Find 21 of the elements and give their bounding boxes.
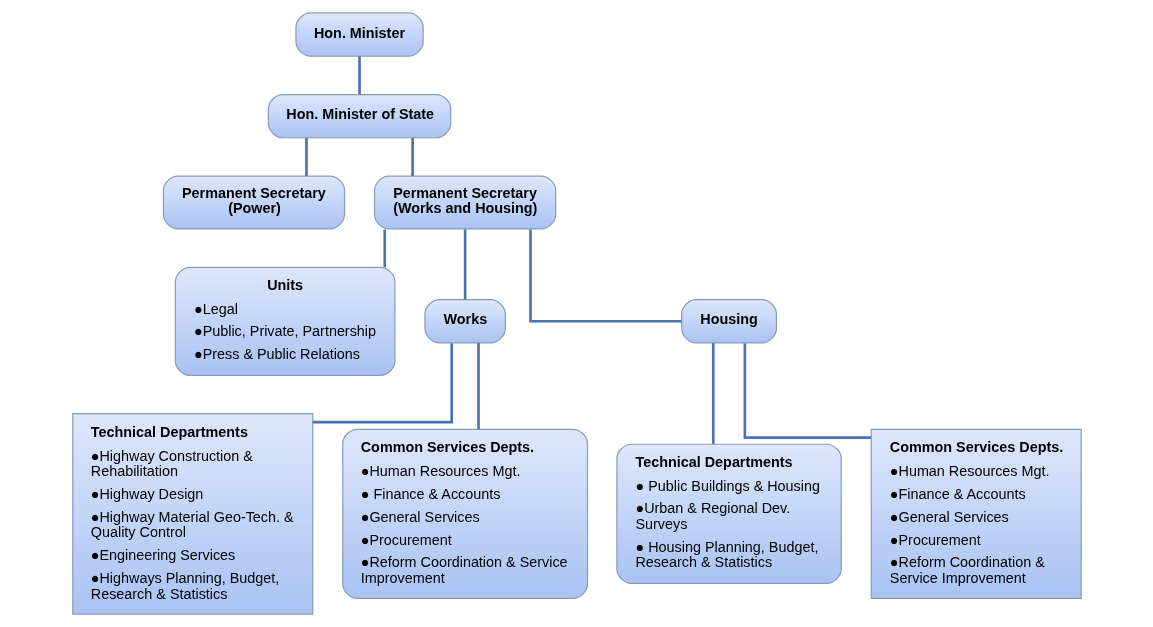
node-box: Technical Departments ●Highway Construction & Rehabilitation ●Highway Design ●Highway Material Geo-Tech. & Quality Control ●Engineering Services ●Highways Planning, Budget, Research & Statistics [71,413,313,615]
node-box: Housing [680,299,777,344]
connector [528,229,681,323]
connector [743,343,871,439]
connector [463,229,466,300]
connector [410,137,414,177]
node-box: Common Services Depts. ●Human Resources Mgt. ●Finance & Accounts ●General Services ●Procurement ●Reform Coordination & Service Improvement [870,428,1082,600]
node-box: Common Services Depts. ●Human Resources Mgt. ● Finance & Accounts ●General Services ●Procurement ●Reform Coordination & Service Improvement [341,428,588,600]
connector [476,343,480,429]
node-box: Works [423,299,506,344]
connector [382,229,386,268]
connector [304,137,308,177]
node-box: Hon. Minister of State [267,93,451,139]
node-box: Hon. Minister [294,12,424,57]
node-box: Permanent Secretary (Works and Housing) [373,175,556,230]
node-box: Units ●Legal ●Public, Private, Partnership ●Press & Public Relations [174,266,396,376]
connector [312,343,453,424]
connector [357,56,361,95]
node-box: Technical Departments ● Public Buildings & Housing ●Urban & Regional Dev. Surveys ● Housing Planning, Budget, Research & Statistics [615,443,842,585]
connector [711,343,715,444]
node-box: Permanent Secretary (Power) [162,175,345,230]
